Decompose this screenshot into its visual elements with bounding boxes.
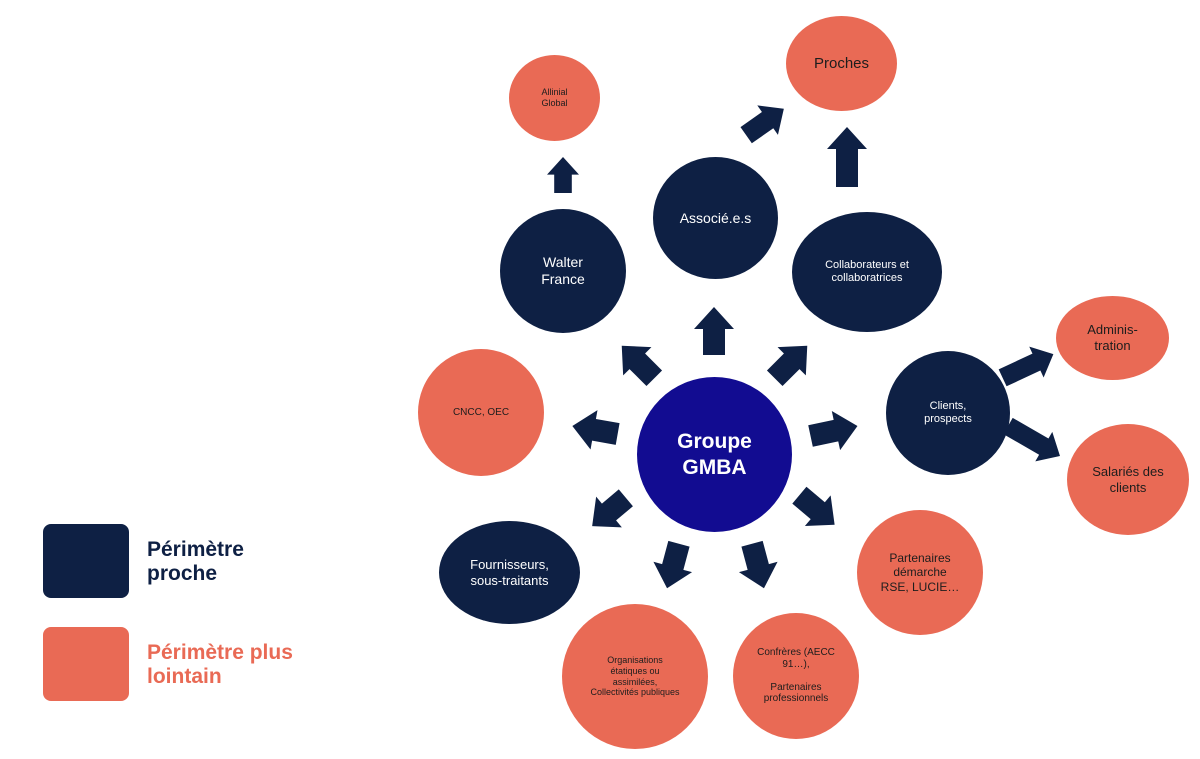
- center-label: Groupe GMBA: [677, 430, 752, 479]
- center-node-groupe-gmba: Groupe GMBA: [637, 377, 792, 532]
- node-cncc-oec: CNCC, OEC: [418, 349, 544, 476]
- node-allinial-global: Allinial Global: [509, 55, 600, 141]
- node-collaborateurs-label: Collaborateurs et collaboratrices: [825, 258, 909, 284]
- legend-far-swatch: [43, 627, 129, 701]
- node-salaries-clients-label: Salariés des clients: [1092, 463, 1164, 495]
- arrow-clients-to-salaries-icon: [1003, 417, 1060, 462]
- legend-far-label: Périmètre plus lointain: [147, 641, 293, 689]
- arrow-walter-to-allinial-icon: [547, 157, 579, 193]
- node-proches: Proches: [786, 16, 897, 111]
- node-walter-france: Walter France: [500, 209, 626, 333]
- node-confreres: Confrères (AECC 91…), Partenaires profes…: [733, 613, 859, 739]
- node-confreres-label: Confrères (AECC 91…), Partenaires profes…: [757, 647, 835, 705]
- node-administration-label: Adminis- tration: [1087, 322, 1138, 353]
- arrow-to-clients-icon: [808, 411, 858, 451]
- node-partenaires-rse: Partenaires démarche RSE, LUCIE…: [857, 510, 983, 635]
- arrow-clients-to-administration-icon: [998, 346, 1054, 387]
- node-proches-label: Proches: [813, 54, 870, 72]
- node-cncc-oec-label: CNCC, OEC: [452, 406, 510, 418]
- node-associes-label: Associé.e.s: [679, 209, 752, 226]
- node-organisations: Organisations étatiques ou assimilées, C…: [562, 604, 708, 749]
- arrow-to-fournisseurs-icon: [592, 489, 633, 528]
- node-clients-prospects: Clients, prospects: [886, 351, 1010, 475]
- arrow-associes-to-proches-icon: [740, 105, 784, 144]
- node-clients-prospects-label: Clients, prospects: [924, 399, 972, 425]
- node-walter-france-label: Walter France: [541, 254, 585, 287]
- node-allinial-global-label: Allinial Global: [541, 87, 568, 108]
- legend-near-swatch: [43, 524, 129, 598]
- node-fournisseurs: Fournisseurs, sous-traitants: [439, 521, 580, 624]
- node-fournisseurs-label: Fournisseurs, sous-traitants: [470, 556, 549, 588]
- arrow-to-partenaires-rse-icon: [792, 486, 835, 526]
- node-salaries-clients: Salariés des clients: [1067, 424, 1189, 535]
- node-partenaires-rse-label: Partenaires démarche RSE, LUCIE…: [880, 550, 960, 594]
- node-collaborateurs: Collaborateurs et collaboratrices: [792, 212, 942, 332]
- arrow-to-associes-icon: [694, 307, 734, 355]
- node-administration: Adminis- tration: [1056, 296, 1169, 380]
- arrows-layer: [547, 105, 1060, 589]
- arrow-to-walter-icon: [621, 345, 663, 387]
- arrow-to-cncc-icon: [572, 410, 620, 450]
- legend-near-label: Périmètre proche: [147, 538, 244, 586]
- arrow-to-organisations-icon: [653, 540, 693, 589]
- arrow-to-collaborateurs-icon: [766, 345, 808, 387]
- node-associes: Associé.e.s: [653, 157, 778, 279]
- arrow-collab-to-proches-icon: [827, 127, 867, 187]
- node-organisations-label: Organisations étatiques ou assimilées, C…: [590, 654, 680, 698]
- arrow-to-confreres-icon: [738, 540, 778, 589]
